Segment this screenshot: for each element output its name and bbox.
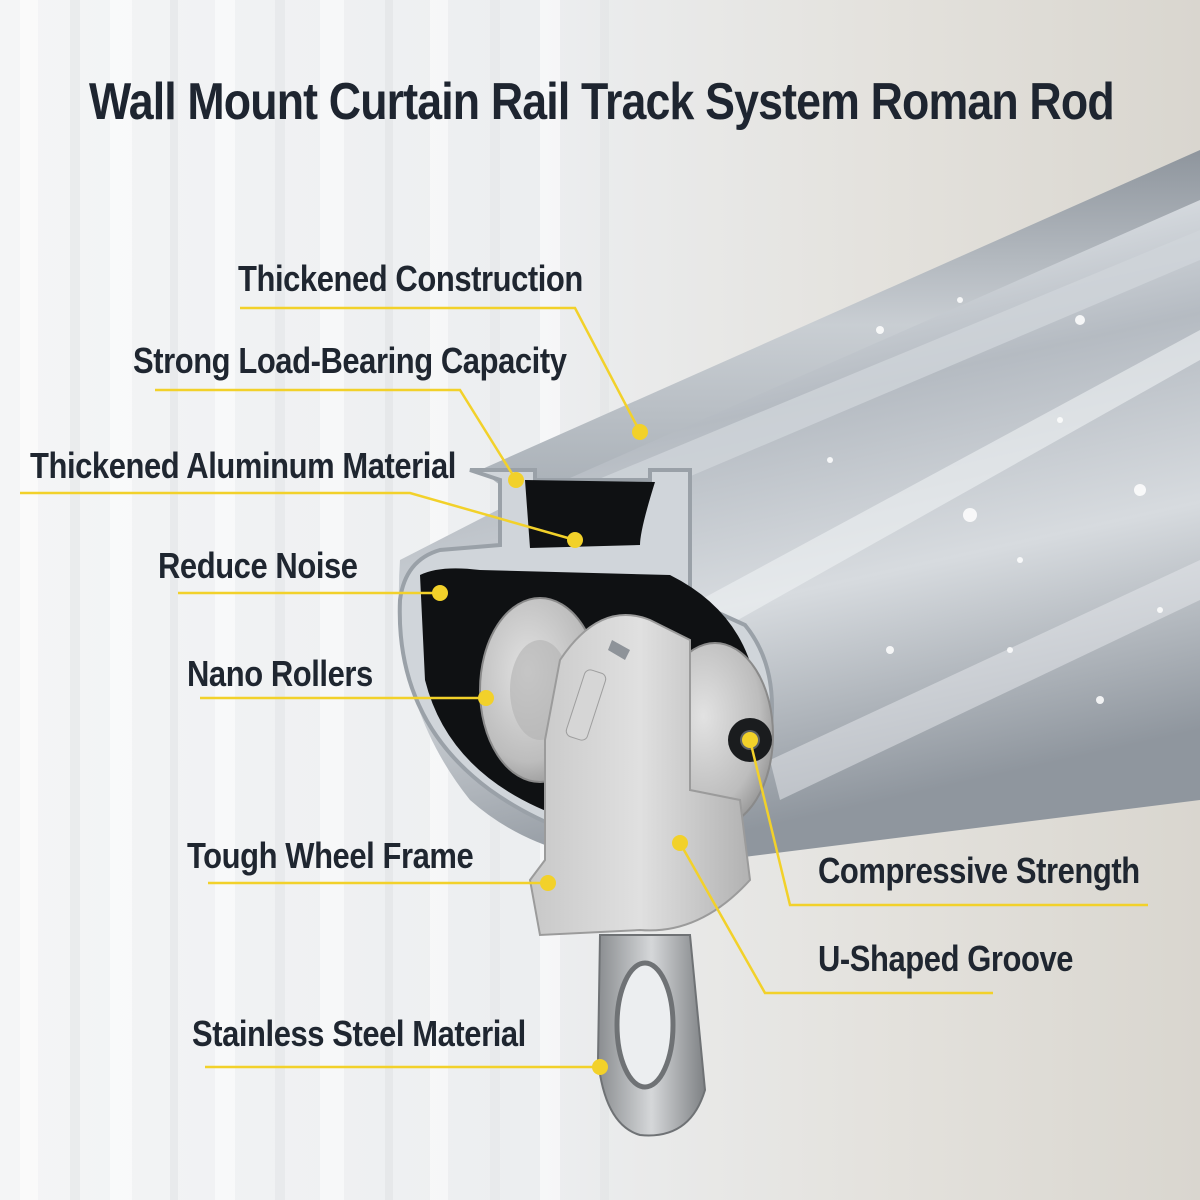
dot-tough-wheel-frame <box>540 875 556 891</box>
leader-thickened-aluminum <box>20 491 576 542</box>
steel-eyelet <box>596 934 707 1137</box>
page-title: Wall Mount Curtain Rail Track System Rom… <box>89 73 1115 131</box>
dot-strong-load-bearing <box>508 472 524 488</box>
dot-u-shaped-groove <box>672 835 688 851</box>
leader-u-shaped-groove <box>678 842 993 995</box>
dot-nano-rollers <box>478 690 494 706</box>
label-thickened-construction: Thickened Construction <box>238 258 583 299</box>
label-u-shaped-groove: U-Shaped Groove <box>818 938 1074 979</box>
dot-thickened-construction <box>632 424 648 440</box>
label-thickened-aluminum: Thickened Aluminum Material <box>30 445 456 486</box>
label-reduce-noise: Reduce Noise <box>158 545 358 586</box>
leader-thickened-construction <box>240 306 642 433</box>
dot-thickened-aluminum <box>567 532 583 548</box>
rail-body <box>398 150 1200 864</box>
label-stainless-steel: Stainless Steel Material <box>192 1013 526 1054</box>
leader-compressive-strength <box>748 739 1148 907</box>
roller-assembly <box>479 597 774 937</box>
label-nano-rollers: Nano Rollers <box>187 653 373 694</box>
label-strong-load-bearing: Strong Load-Bearing Capacity <box>133 340 567 381</box>
dot-reduce-noise <box>432 585 448 601</box>
leader-lines <box>20 306 1148 1069</box>
dot-stainless-steel <box>592 1059 608 1075</box>
label-compressive-strength: Compressive Strength <box>818 850 1140 891</box>
label-tough-wheel-frame: Tough Wheel Frame <box>187 835 474 876</box>
leader-dots <box>432 424 758 1075</box>
leader-strong-load-bearing <box>155 388 518 481</box>
dot-compressive-strength <box>742 732 758 748</box>
